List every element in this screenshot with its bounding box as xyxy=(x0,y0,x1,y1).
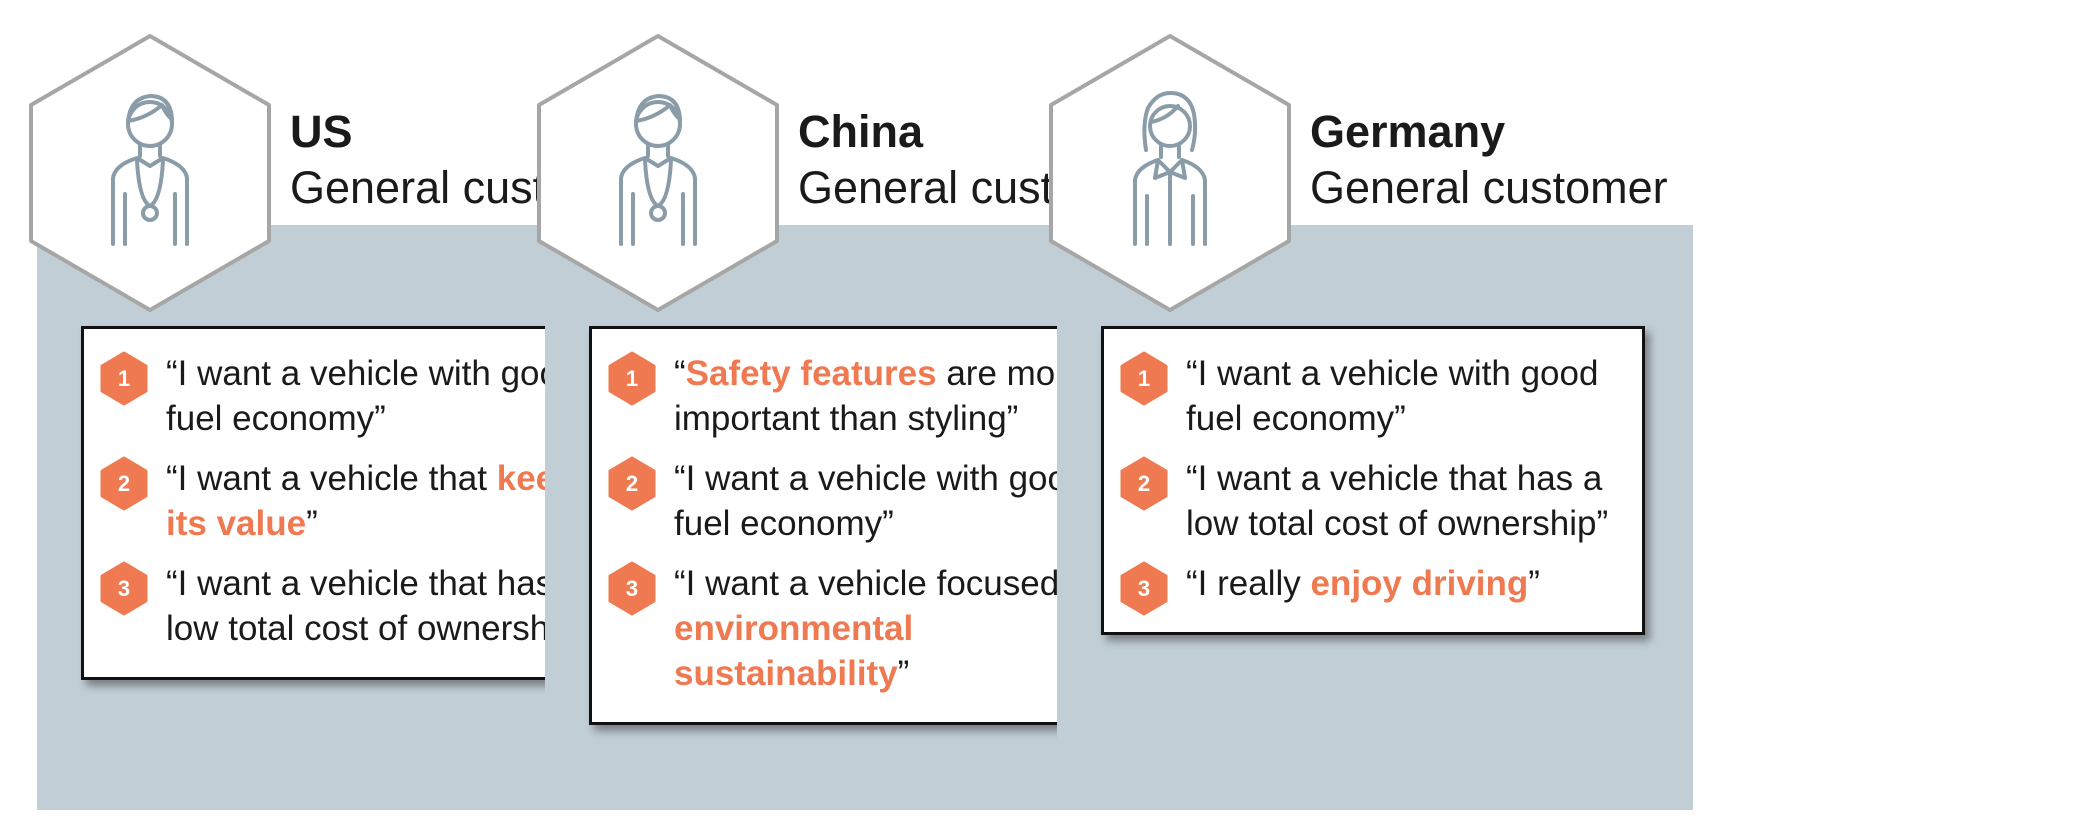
number-badge-label: 1 xyxy=(117,366,131,391)
number-badge-label: 2 xyxy=(625,471,639,496)
number-badge: 3 xyxy=(1118,561,1170,616)
quote-highlight: enjoy driving xyxy=(1310,564,1529,603)
quote-list: 1 “I want a vehicle with good fuel econom… xyxy=(98,351,604,651)
man-icon xyxy=(111,94,189,246)
quote-text-part: “I want a vehicle that has a low total c… xyxy=(1186,459,1609,543)
hexagon-badge-icon xyxy=(1120,561,1168,616)
persona-hexagon xyxy=(537,34,779,312)
hexagon-badge-icon xyxy=(100,351,148,406)
quote-text-part: “I really xyxy=(1186,564,1311,603)
quote-text: “I really enjoy driving” xyxy=(1186,564,1540,603)
number-badge: 1 xyxy=(606,351,658,406)
number-badge: 2 xyxy=(98,456,150,511)
hexagon-badge-icon xyxy=(100,456,148,511)
quote-text-part: “I want a vehicle with good fuel economy… xyxy=(1186,354,1599,438)
number-badge-label: 3 xyxy=(117,576,131,601)
quote-text: “I want a vehicle with good fuel economy… xyxy=(674,459,1086,543)
quote-list: 1 “Safety features are more important tha… xyxy=(606,351,1112,696)
quote-text-part: ” xyxy=(306,504,318,543)
hexagon-badge-icon xyxy=(1120,456,1168,511)
persona-country: US xyxy=(290,106,353,157)
persona-country: China xyxy=(798,106,924,157)
quote-text-part: “I want a vehicle that xyxy=(166,459,497,498)
hexagon-badge-icon xyxy=(608,351,656,406)
number-badge-label: 2 xyxy=(117,471,131,496)
number-badge-label: 3 xyxy=(1137,576,1151,601)
man-icon xyxy=(619,94,697,246)
quote-text-part: “I want a vehicle with good fuel economy… xyxy=(166,354,579,438)
quote-list: 1 “I want a vehicle with good fuel econom… xyxy=(1118,351,1624,616)
quote-text: “I want a vehicle that has a low total c… xyxy=(1186,459,1608,543)
quote-text: “I want a vehicle focused on environment… xyxy=(674,564,1108,693)
quote-highlight: Safety features xyxy=(685,354,937,393)
quote-item: 3 “I want a vehicle focused on environmen… xyxy=(606,561,1112,696)
hexagon-badge-icon xyxy=(608,561,656,616)
quote-text: “I want a vehicle with good fuel economy… xyxy=(1186,354,1598,438)
number-badge: 1 xyxy=(1118,351,1170,406)
number-badge: 3 xyxy=(606,561,658,616)
quote-item: 1 “Safety features are more important tha… xyxy=(606,351,1112,441)
persona-hexagon xyxy=(1049,34,1291,312)
woman-icon xyxy=(1133,90,1207,246)
number-badge: 3 xyxy=(98,561,150,616)
quote-text: “Safety features are more important than… xyxy=(674,354,1086,438)
number-badge-label: 2 xyxy=(1137,471,1151,496)
persona-country: Germany xyxy=(1310,106,1506,157)
quote-text-part: “I want a vehicle focused on xyxy=(674,564,1108,603)
persona-hexagon xyxy=(29,34,271,312)
quote-text-part: “I want a vehicle with good fuel economy… xyxy=(674,459,1087,543)
quote-text-part: ” xyxy=(1528,564,1540,603)
number-badge: 1 xyxy=(98,351,150,406)
number-badge: 2 xyxy=(606,456,658,511)
hexagon-badge-icon xyxy=(1120,351,1168,406)
quote-highlight: environmental sustainability xyxy=(674,609,914,693)
hexagon-badge-icon xyxy=(100,561,148,616)
quote-text-part: “ xyxy=(674,354,686,393)
persona-panel-germany: Germany General customer 1 “I want a vehi… xyxy=(1045,0,1693,834)
persona-role: General customer xyxy=(1310,162,1668,213)
quote-text: “I want a vehicle that keeps its value” xyxy=(166,459,596,543)
quote-text: “I want a vehicle with good fuel economy… xyxy=(166,354,578,438)
number-badge: 2 xyxy=(1118,456,1170,511)
number-badge-label: 1 xyxy=(1137,366,1151,391)
quote-item: 1 “I want a vehicle with good fuel econom… xyxy=(98,351,604,441)
quotes-card: 1 “Safety features are more important tha… xyxy=(589,326,1133,725)
quote-item: 3 “I really enjoy driving” xyxy=(1118,561,1624,616)
quote-item: 2 “I want a vehicle that keeps its value” xyxy=(98,456,604,546)
quote-text-part: “I want a vehicle that has a low total c… xyxy=(166,564,589,648)
quote-item: 2 “I want a vehicle that has a low total … xyxy=(1118,456,1624,546)
quote-text-part: ” xyxy=(897,654,910,693)
quotes-card: 1 “I want a vehicle with good fuel econom… xyxy=(81,326,625,680)
quote-item: 1 “I want a vehicle with good fuel econom… xyxy=(1118,351,1624,441)
quote-text: “I want a vehicle that has a low total c… xyxy=(166,564,588,648)
number-badge-label: 3 xyxy=(625,576,639,601)
quote-item: 3 “I want a vehicle that has a low total … xyxy=(98,561,604,651)
quote-item: 2 “I want a vehicle with good fuel econom… xyxy=(606,456,1112,546)
hexagon-badge-icon xyxy=(608,456,656,511)
quotes-card: 1 “I want a vehicle with good fuel econom… xyxy=(1101,326,1645,635)
number-badge-label: 1 xyxy=(625,366,639,391)
